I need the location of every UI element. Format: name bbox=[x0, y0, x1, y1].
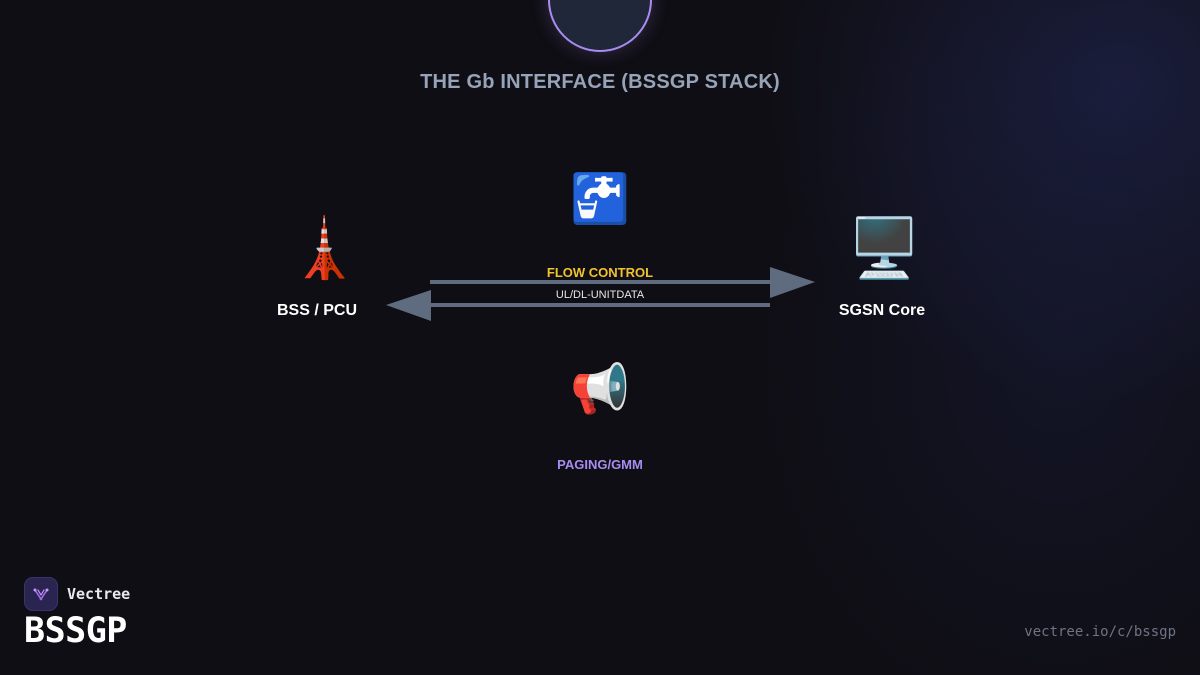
page-title: BSSGP bbox=[24, 611, 127, 651]
uplink-arrow-head bbox=[770, 267, 815, 298]
bss-pcu-label: BSS / PCU bbox=[276, 302, 357, 319]
brand-name: Vectree bbox=[67, 585, 131, 603]
water-tap-icon: 🚰 bbox=[570, 173, 630, 226]
flow-control-label: FLOW CONTROL bbox=[546, 265, 654, 280]
paging-gmm-label: PAGING/GMM bbox=[557, 457, 643, 472]
desktop-computer-icon: 🖥️ bbox=[848, 216, 921, 281]
vectree-logo-icon bbox=[24, 577, 58, 611]
loudspeaker-icon: 📢 bbox=[570, 363, 630, 416]
unitdata-label: UL/DL-UNITDATA bbox=[555, 289, 645, 301]
diagram-title: THE Gb INTERFACE (BSSGP STACK) bbox=[420, 71, 780, 93]
downlink-arrow-head bbox=[386, 290, 431, 321]
sgsn-core-label: SGSN Core bbox=[838, 302, 926, 319]
page-url: vectree.io/c/bssgp bbox=[1024, 624, 1176, 640]
brand: Vectree bbox=[24, 577, 130, 611]
